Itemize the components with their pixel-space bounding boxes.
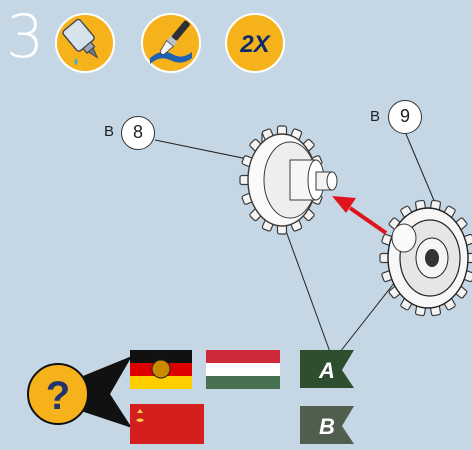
part-callout-8: 8 — [121, 116, 155, 150]
paint-brush-icon — [141, 13, 201, 73]
flag-east-germany-icon — [130, 350, 192, 389]
callout-prefix: B — [104, 123, 115, 140]
repeat-count-badge: 2X — [225, 13, 285, 73]
flag-soviet-union-icon — [130, 404, 204, 444]
assembly-arrow — [332, 196, 388, 235]
flag-hungary-icon — [206, 350, 280, 389]
part-callout-9: 9 — [388, 100, 422, 134]
variant-b-letter: B — [319, 414, 335, 439]
step-number: 3 — [6, 2, 45, 72]
sprocket-wheel-part-8 — [239, 125, 338, 235]
repeat-count-label: 2X — [239, 31, 271, 58]
callout-prefix: B — [370, 108, 381, 125]
question-mark-icon: ? — [46, 374, 70, 418]
sprocket-wheel-part-9 — [379, 199, 472, 317]
question-badge: ? — [27, 356, 132, 428]
variant-a-letter: A — [318, 358, 335, 383]
variant-b-flag: B — [300, 406, 354, 444]
variant-a-flag: A — [300, 350, 354, 388]
glue-tube-icon — [55, 13, 115, 73]
